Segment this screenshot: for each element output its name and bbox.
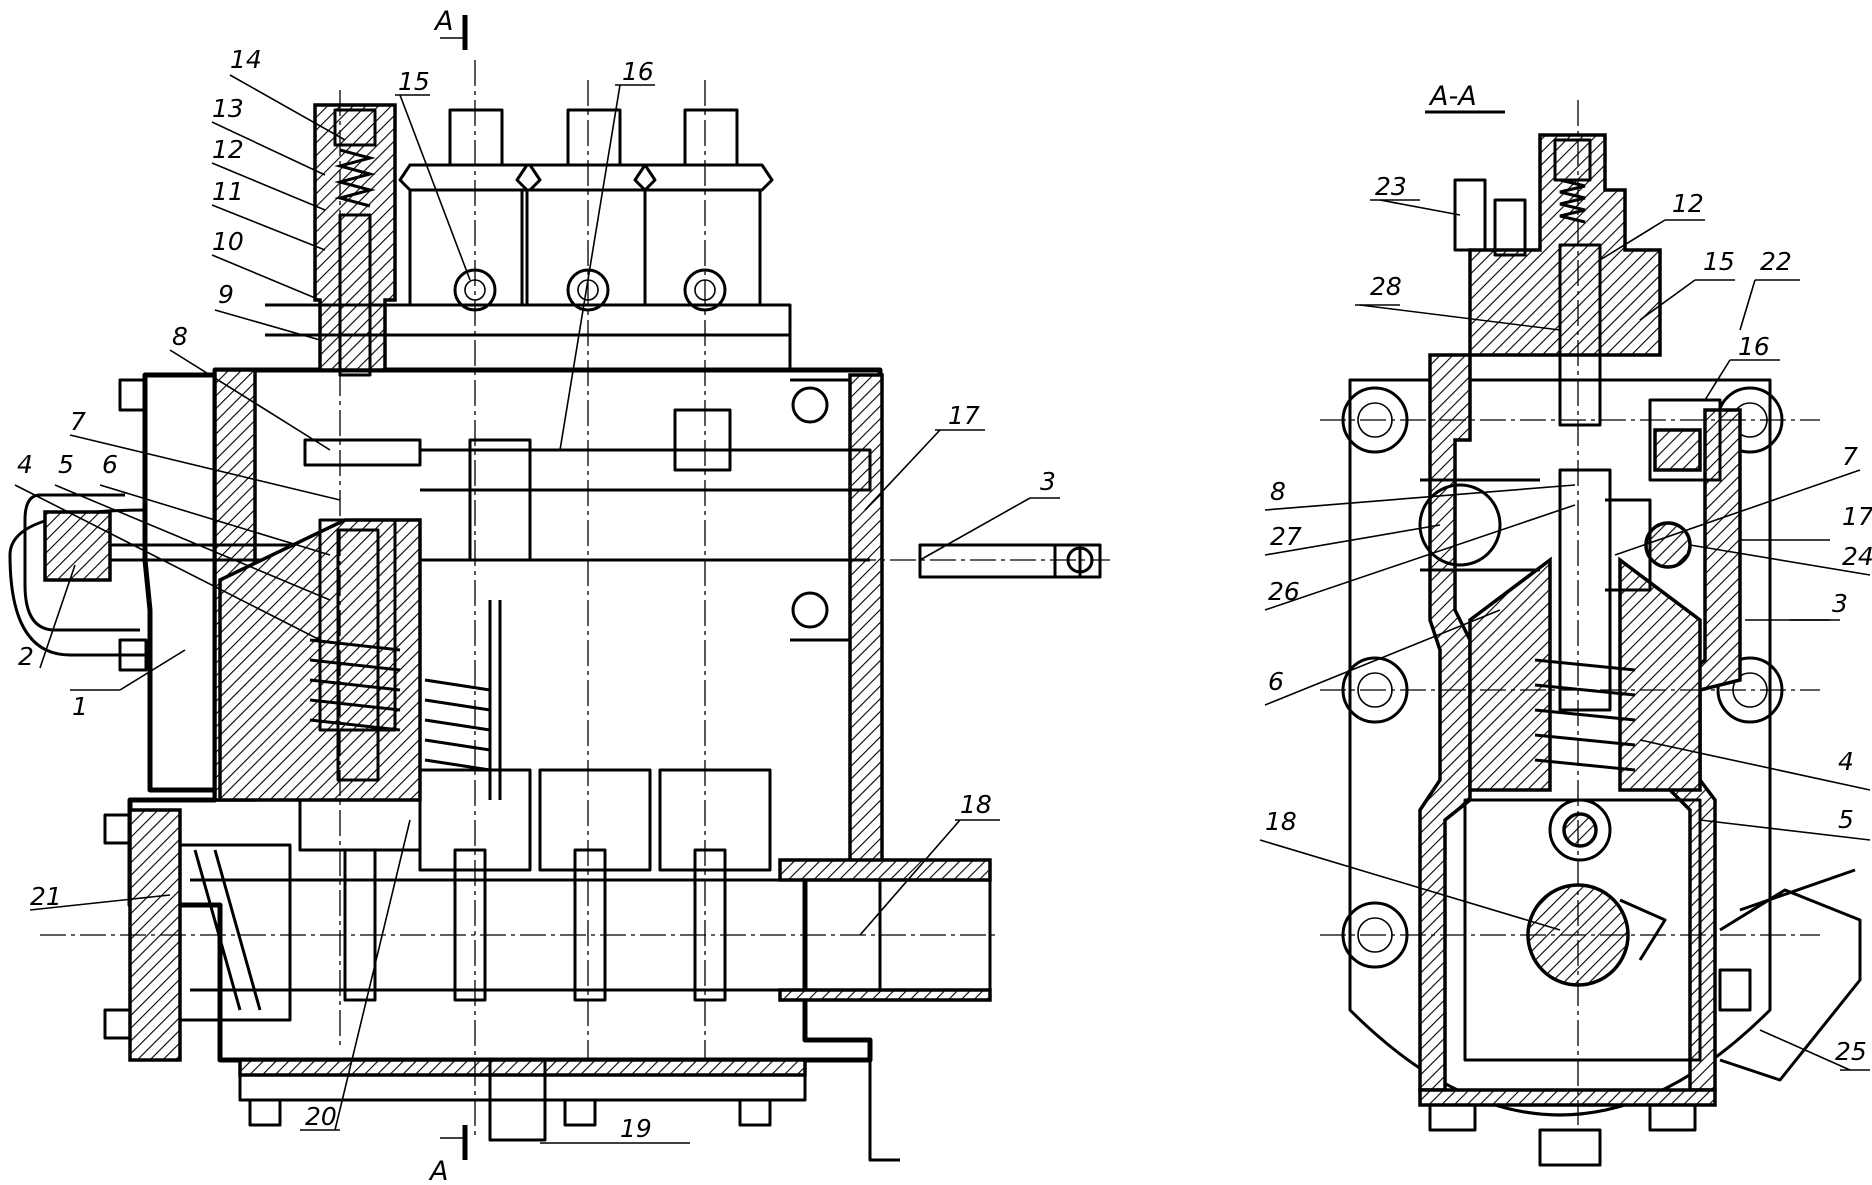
label-18: 18	[960, 790, 992, 819]
label-r-26: 26	[1268, 577, 1300, 606]
label-20: 20	[305, 1102, 337, 1131]
label-9: 9	[218, 280, 234, 309]
label-r-15: 15	[1703, 247, 1735, 276]
label-r-7: 7	[1842, 442, 1858, 471]
label-19: 19	[620, 1114, 652, 1143]
label-5: 5	[58, 450, 74, 479]
label-12: 12	[212, 135, 244, 164]
right-callouts: 3 4 5 6 7 8 12 15 16 17 18 22 23	[1259, 172, 1872, 1071]
label-8: 8	[172, 322, 188, 351]
label-7: 7	[70, 407, 86, 436]
label-13: 13	[212, 94, 244, 123]
left-section-view: A	[8, 6, 1110, 1185]
label-r-16: 16	[1738, 332, 1770, 361]
label-r-25: 25	[1835, 1037, 1867, 1066]
label-3: 3	[1040, 467, 1056, 496]
label-r-12: 12	[1672, 189, 1704, 218]
label-10: 10	[212, 227, 244, 256]
label-r-4: 4	[1838, 747, 1854, 776]
label-4: 4	[17, 450, 33, 479]
section-marker-bottom: A	[428, 1156, 448, 1185]
label-r-23: 23	[1375, 172, 1407, 201]
right-section-view: A-A	[1259, 81, 1872, 1167]
label-r-28: 28	[1370, 272, 1402, 301]
label-21: 21	[30, 882, 62, 911]
label-r-24: 24	[1842, 542, 1872, 571]
label-r-8: 8	[1270, 477, 1286, 506]
label-r-6: 6	[1268, 667, 1284, 696]
label-17: 17	[948, 401, 980, 430]
label-16: 16	[622, 57, 654, 86]
label-11: 11	[212, 177, 244, 206]
label-r-27: 27	[1270, 522, 1302, 551]
label-2: 2	[18, 642, 34, 671]
label-15: 15	[398, 67, 430, 96]
label-1: 1	[72, 692, 88, 721]
label-r-18: 18	[1265, 807, 1297, 836]
label-14: 14	[230, 45, 262, 74]
left-callouts: 1 2 3 4 5 6 7 8 9 10 11 12 13 1	[14, 45, 1060, 1144]
label-r-3: 3	[1832, 589, 1848, 618]
section-marker-top: A	[433, 6, 453, 37]
label-6: 6	[102, 450, 118, 479]
pump-sections-row	[265, 108, 792, 372]
label-r-17: 17	[1842, 502, 1872, 531]
section-title: A-A	[1428, 81, 1477, 112]
label-r-5: 5	[1838, 805, 1854, 834]
label-r-22: 22	[1760, 247, 1792, 276]
